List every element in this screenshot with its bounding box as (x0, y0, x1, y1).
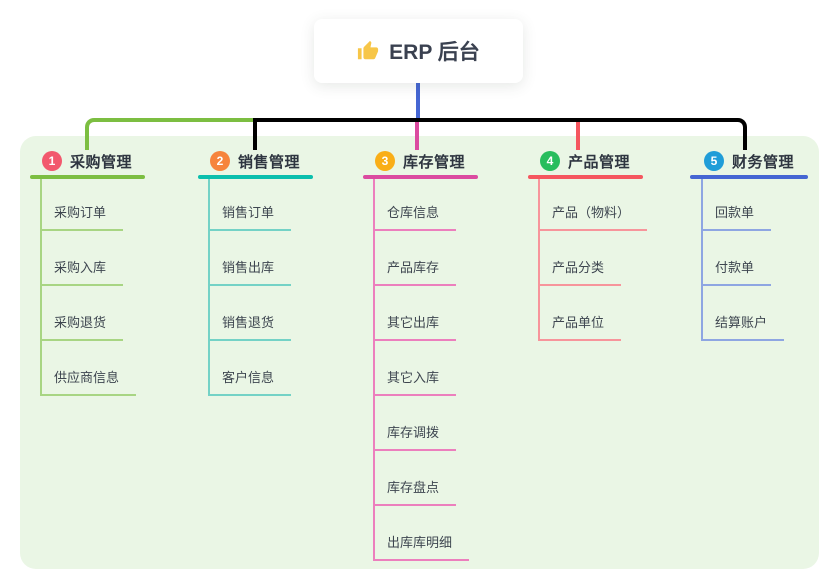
child-label: 其它出库 (387, 315, 440, 330)
child-label: 销售退货 (222, 315, 275, 330)
branch-node-purchase[interactable]: 1 采购管理 (42, 150, 132, 172)
child-node[interactable]: 销售出库 (208, 259, 292, 286)
child-node[interactable]: 产品库存 (373, 259, 457, 286)
mindmap-canvas (20, 136, 819, 569)
branch1-label: 采购管理 (70, 153, 133, 171)
child-label: 产品分类 (552, 260, 605, 275)
branch3-connector-line (415, 122, 419, 150)
child-node[interactable]: 采购退货 (40, 314, 124, 341)
branch-node-product[interactable]: 4 产品管理 (540, 150, 630, 172)
child-label: 仓库信息 (387, 205, 440, 220)
child-node[interactable]: 出库库明细 (373, 534, 470, 561)
root-label: ERP 后台 (389, 41, 480, 64)
branch5-child-connector (701, 179, 703, 341)
branch1-underline (30, 175, 145, 179)
child-node[interactable]: 仓库信息 (373, 204, 457, 231)
branch1-badge: 1 (42, 151, 62, 171)
child-node[interactable]: 供应商信息 (40, 369, 137, 396)
branch2-underline (198, 175, 313, 179)
branch2-badge: 2 (210, 151, 230, 171)
branch3-underline (363, 175, 478, 179)
branch1-connector-line (85, 118, 255, 150)
branch2-connector-line (253, 118, 418, 150)
branch5-label: 财务管理 (732, 153, 795, 171)
child-label: 产品库存 (387, 260, 440, 275)
branch-node-finance[interactable]: 5 财务管理 (704, 150, 794, 172)
branch3-badge: 3 (375, 151, 395, 171)
thumbs-up-icon (357, 40, 379, 62)
child-label: 销售出库 (222, 260, 275, 275)
branch4-connector-line (576, 122, 580, 150)
child-label: 产品（物料） (552, 205, 631, 220)
branch4-label: 产品管理 (568, 153, 631, 171)
child-node[interactable]: 其它出库 (373, 314, 457, 341)
child-label: 采购订单 (54, 205, 107, 220)
child-node[interactable]: 产品（物料） (538, 204, 648, 231)
branch4-child-connector (538, 179, 540, 341)
child-node[interactable]: 采购入库 (40, 259, 124, 286)
branch3-label: 库存管理 (403, 153, 466, 171)
child-label: 付款单 (715, 260, 755, 275)
child-label: 采购入库 (54, 260, 107, 275)
child-label: 回款单 (715, 205, 755, 220)
child-label: 库存盘点 (387, 480, 440, 495)
child-label: 库存调拨 (387, 425, 440, 440)
branch3-child-connector (373, 179, 375, 561)
branch5-badge: 5 (704, 151, 724, 171)
child-node[interactable]: 回款单 (701, 204, 772, 231)
child-node[interactable]: 客户信息 (208, 369, 292, 396)
branch1-child-connector (40, 179, 42, 396)
child-label: 客户信息 (222, 370, 275, 385)
branch4-badge: 4 (540, 151, 560, 171)
child-node[interactable]: 销售退货 (208, 314, 292, 341)
child-label: 其它入库 (387, 370, 440, 385)
child-node[interactable]: 库存调拨 (373, 424, 457, 451)
branch-node-sales[interactable]: 2 销售管理 (210, 150, 300, 172)
root-node[interactable]: ERP 后台 (314, 19, 523, 83)
child-node[interactable]: 产品单位 (538, 314, 622, 341)
child-label: 出库库明细 (387, 535, 453, 550)
child-node[interactable]: 结算账户 (701, 314, 785, 341)
child-node[interactable]: 库存盘点 (373, 479, 457, 506)
child-node[interactable]: 付款单 (701, 259, 772, 286)
child-node[interactable]: 采购订单 (40, 204, 124, 231)
child-node[interactable]: 其它入库 (373, 369, 457, 396)
branch2-label: 销售管理 (238, 153, 301, 171)
branch5-underline (690, 175, 808, 179)
child-label: 供应商信息 (54, 370, 120, 385)
child-label: 销售订单 (222, 205, 275, 220)
branch-node-inventory[interactable]: 3 库存管理 (375, 150, 465, 172)
branch5-connector-line (418, 118, 747, 150)
branch4-underline (528, 175, 643, 179)
child-label: 产品单位 (552, 315, 605, 330)
branch2-child-connector (208, 179, 210, 396)
child-node[interactable]: 销售订单 (208, 204, 292, 231)
child-label: 采购退货 (54, 315, 107, 330)
child-label: 结算账户 (715, 315, 768, 330)
child-node[interactable]: 产品分类 (538, 259, 622, 286)
root-connector-line (416, 83, 420, 118)
